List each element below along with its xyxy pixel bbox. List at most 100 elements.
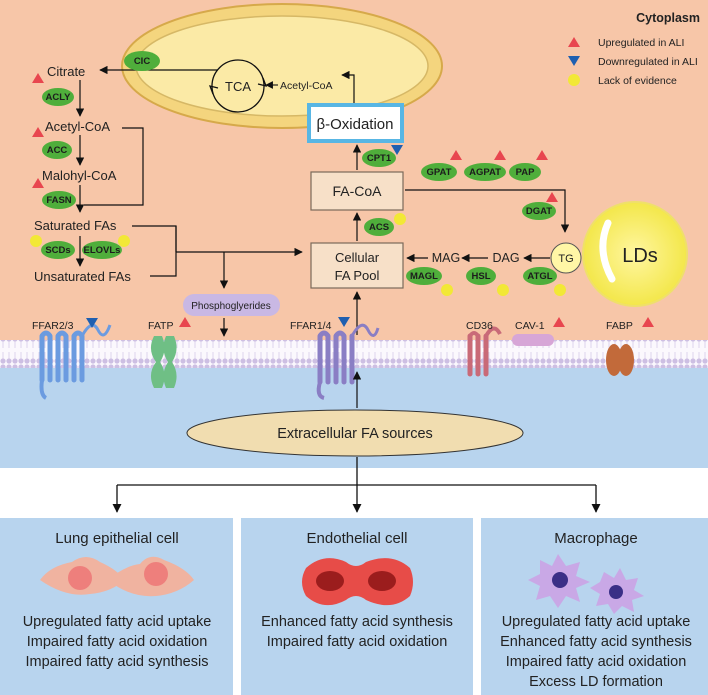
lds-label: LDs xyxy=(622,245,658,267)
elovls-label: ELOVLs xyxy=(84,245,121,256)
cpt1-down-marker-icon xyxy=(391,145,403,155)
atgl-lack-marker-icon xyxy=(554,284,566,296)
legend-down-label: Downregulated in ALI xyxy=(598,56,698,68)
cpt1-label: CPT1 xyxy=(367,153,392,164)
acs-label: ACS xyxy=(369,222,389,233)
fatp-label: FATP xyxy=(148,320,173,332)
phosphoglycerides-label: Phosphoglyerides xyxy=(191,301,271,312)
panel-epithelial-line: Impaired fatty acid synthesis xyxy=(26,654,209,670)
epithelial-cell-illustration xyxy=(40,556,194,597)
agpat-up-marker-icon xyxy=(494,150,506,160)
cic-label: CIC xyxy=(134,56,151,67)
extracellular-fa-sources xyxy=(186,409,524,457)
fa-synthesis-pathway: Citrate ACLY Acetyl-CoA ACC Malohyl-CoA … xyxy=(30,64,303,289)
panel-macrophage-title: Macrophage xyxy=(554,530,637,547)
fa-pool-box xyxy=(310,242,404,289)
panel-endothelial-line: Enhanced fatty acid synthesis xyxy=(261,614,453,630)
fa-pool-line1: Cellular xyxy=(335,250,380,265)
acetyl-coa-label: Acetyl-CoA xyxy=(45,119,110,134)
hsl-lack-marker-icon xyxy=(497,284,509,296)
acly-label: ACLY xyxy=(46,92,72,103)
dgat-label: DGAT xyxy=(526,206,552,217)
acly-up-marker-icon xyxy=(32,73,44,83)
hsl-label: HSL xyxy=(472,271,491,282)
fa-coa-label: FA-CoA xyxy=(332,183,382,199)
panel-epithelial-title: Lung epithelial cell xyxy=(55,530,178,547)
cav1-label: CAV-1 xyxy=(515,320,545,332)
dgat-up-marker-icon xyxy=(546,192,558,202)
agpat-label: AGPAT xyxy=(469,167,501,178)
magl-label: MAGL xyxy=(410,271,438,282)
ffar23-receptor xyxy=(39,323,112,400)
phosphoglycerides-box xyxy=(183,294,280,316)
tg-circle xyxy=(550,242,582,274)
macrophage-illustration xyxy=(528,554,644,614)
panel-macrophage-line: Excess LD formation xyxy=(529,674,663,690)
panel-macrophage-line: Impaired fatty acid oxidation xyxy=(506,654,687,670)
elovls-lack-marker-icon xyxy=(118,235,130,247)
beta-oxidation-box xyxy=(307,103,404,143)
acc-label: ACC xyxy=(47,145,68,156)
fasn-up-marker-icon xyxy=(32,178,44,188)
scds-lack-marker-icon xyxy=(30,235,42,247)
cd36-label: CD36 xyxy=(466,320,493,332)
ffar23-down-marker-icon xyxy=(86,318,98,328)
panel-epithelial-line: Upregulated fatty acid uptake xyxy=(23,614,212,630)
fatp-up-marker-icon xyxy=(179,317,191,327)
panel-epithelial-line: Impaired fatty acid oxidation xyxy=(27,634,208,650)
fa-pool-line2: FA Pool xyxy=(335,268,380,283)
fabp-transporter xyxy=(606,344,634,376)
fa-coa-box xyxy=(310,171,404,211)
pap-label: PAP xyxy=(516,167,535,178)
extracellular-label: Extracellular FA sources xyxy=(277,426,433,442)
ffar14-label: FFAR1/4 xyxy=(290,320,332,332)
atgl-label: ATGL xyxy=(527,271,552,282)
fasn-label: FASN xyxy=(46,195,71,206)
tg-label: TG xyxy=(558,253,573,265)
malonyl-coa-label: Malohyl-CoA xyxy=(42,168,117,183)
gpat-up-marker-icon xyxy=(450,150,462,160)
acc-up-marker-icon xyxy=(32,127,44,137)
panel-endothelial xyxy=(241,518,473,695)
ffar14-receptor xyxy=(316,323,380,400)
mito-acetyl-coa-label: Acetyl-CoA xyxy=(280,80,333,92)
unsaturated-fas-label: Unsaturated FAs xyxy=(34,269,131,284)
lack-of-evidence-marker-icon xyxy=(568,74,580,86)
gpat-label: GPAT xyxy=(427,167,452,178)
mitochondrion: TCA Acetyl-CoA xyxy=(99,3,443,129)
cytoplasm-label: Cytoplasm xyxy=(636,11,700,25)
downregulated-marker-icon xyxy=(568,56,580,66)
endothelial-cell-illustration xyxy=(302,558,413,606)
ffar14-down-marker-icon xyxy=(338,317,350,327)
panel-endothelial-line: Impaired fatty acid oxidation xyxy=(267,634,448,650)
cav1-up-marker-icon xyxy=(553,317,565,327)
citrate-label: Citrate xyxy=(47,64,85,79)
acs-lack-marker-icon xyxy=(394,213,406,225)
dag-label: DAG xyxy=(492,251,519,265)
fabp-label: FABP xyxy=(606,320,633,332)
scds-label: SCDs xyxy=(45,245,70,256)
panel-macrophage-line: Enhanced fatty acid synthesis xyxy=(500,634,692,650)
panel-macrophage-line: Upregulated fatty acid uptake xyxy=(502,614,691,630)
fabp-up-marker-icon xyxy=(642,317,654,327)
panel-endothelial-title: Endothelial cell xyxy=(307,530,408,547)
beta-oxidation-label: β-Oxidation xyxy=(317,116,394,133)
panel-epithelial xyxy=(0,518,233,695)
ffar23-label: FFAR2/3 xyxy=(32,320,74,332)
upregulated-marker-icon xyxy=(568,37,580,47)
panel-macrophage xyxy=(481,518,708,695)
fatp-transporter xyxy=(150,336,177,388)
tca-label: TCA xyxy=(225,79,251,94)
cic-transporter xyxy=(124,51,160,71)
magl-lack-marker-icon xyxy=(441,284,453,296)
legend-lack-label: Lack of evidence xyxy=(598,75,677,87)
cav1-protein xyxy=(512,334,554,346)
saturated-fas-label: Saturated FAs xyxy=(34,218,117,233)
legend-up-label: Upregulated in ALI xyxy=(598,37,684,49)
cd36-transporter xyxy=(467,326,502,377)
legend: Upregulated in ALI Downregulated in ALI … xyxy=(568,37,698,87)
pap-up-marker-icon xyxy=(536,150,548,160)
mag-label: MAG xyxy=(432,251,460,265)
